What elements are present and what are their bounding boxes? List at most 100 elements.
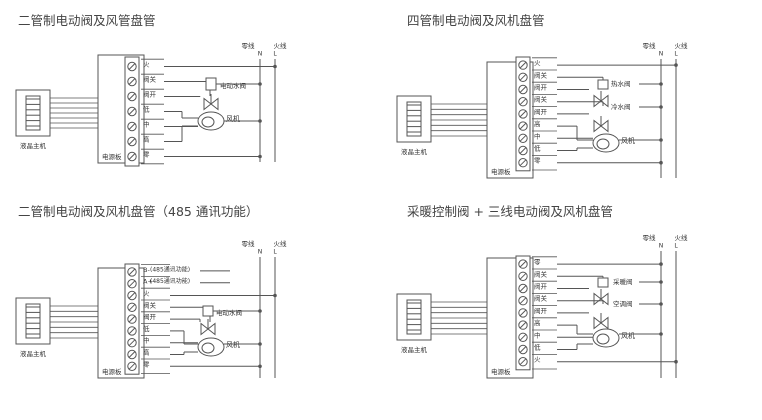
screw-slot: [519, 122, 527, 130]
terminal-label: 零: [534, 157, 541, 165]
screw-slot: [519, 321, 527, 329]
terminal-label: 阀关: [534, 95, 548, 104]
junction-dot: [273, 293, 277, 298]
junction-dot: [273, 64, 277, 69]
screw-slot: [519, 333, 527, 341]
terminal-label: 高: [534, 318, 541, 327]
terminal-label: 阀开: [534, 282, 548, 291]
neutral-line-label: 零线: [242, 41, 256, 50]
screw-slot: [128, 362, 136, 370]
valve-actuator: [597, 277, 609, 288]
screw-slot: [519, 110, 527, 118]
screw-slot: [128, 78, 136, 85]
ac-valve-icon: [593, 313, 609, 330]
terminal-label: 低: [534, 144, 541, 153]
power-board-label: 电源板: [102, 152, 122, 161]
power-board-label: 电源板: [102, 367, 122, 376]
lcd-host-label: 液晶主机: [401, 345, 428, 354]
screw-slot: [519, 285, 527, 292]
screw-slot: [519, 346, 527, 353]
hot-valve-label: 热水阀: [611, 79, 631, 88]
power-board-label: 电源板: [491, 367, 511, 376]
bus-b-note: (485通讯功能): [150, 265, 190, 273]
lcd-host-label: 液晶主机: [20, 349, 47, 358]
screw-slot: [519, 73, 527, 81]
ac-valve-label: 空调阀: [613, 299, 633, 308]
valve-label: 电动水阀: [216, 308, 242, 317]
fan-rotor: [596, 333, 610, 345]
screw-slot: [128, 351, 136, 358]
valve-actuator: [205, 77, 217, 91]
valve-label: 电动水阀: [220, 81, 246, 90]
screw-slot: [519, 147, 527, 154]
junction-dot: [659, 280, 663, 284]
cold-valve-label: 冷水阀: [611, 102, 631, 111]
live-code: L: [674, 243, 678, 250]
screw-slot: [519, 358, 527, 366]
valve-actuator: [597, 79, 609, 90]
screw-slot: [128, 63, 136, 70]
hot-water-valve-icon: [593, 91, 609, 108]
screw-slot: [128, 303, 136, 311]
terminal-label: 阀开: [143, 312, 157, 321]
screw-slot: [128, 138, 136, 145]
terminal-label: B-: [143, 266, 150, 274]
junction-dot: [258, 364, 262, 369]
terminal-label: 中: [534, 131, 541, 140]
lcd-host-label: 液晶主机: [20, 141, 47, 150]
panel-3-title: 二管制电动阀及风机盘管（485 通讯功能）: [18, 204, 259, 219]
terminal-label: 高: [143, 348, 150, 357]
terminal-label: 阀开: [534, 83, 548, 92]
bus-a-note: (485通讯功能): [150, 277, 190, 285]
heating-valve-icon: [593, 289, 609, 306]
screw-slot: [128, 123, 136, 130]
live-code: L: [273, 249, 277, 256]
terminal-label: A+: [143, 278, 153, 286]
terminal-label: 阀开: [143, 90, 157, 99]
live-code: L: [273, 51, 277, 58]
fan-rotor: [201, 342, 215, 354]
screw-slot: [519, 297, 527, 305]
terminal-label: 阀关: [534, 269, 548, 278]
terminal-label: 低: [143, 324, 150, 333]
terminal-label: 中: [143, 120, 150, 129]
terminal-label: 中: [534, 330, 541, 339]
junction-dot: [659, 138, 663, 142]
valve-actuator: [202, 305, 214, 317]
junction-dot: [674, 359, 678, 364]
junction-dot: [659, 82, 663, 86]
power-board-label: 电源板: [491, 167, 511, 176]
screw-slot: [519, 134, 527, 142]
heating-valve-label: 采暖阀: [613, 277, 633, 286]
screw-slot: [128, 292, 136, 299]
screw-slot: [519, 61, 527, 69]
screw-slot: [519, 309, 527, 317]
neutral-line-label: 零线: [643, 41, 657, 50]
panel-1-title: 二管制电动阀及风管盘管: [18, 13, 156, 28]
terminal-label: 低: [143, 105, 150, 114]
junction-dot: [258, 342, 262, 346]
terminal-label: 中: [143, 336, 150, 345]
terminal-label: 阀开: [534, 306, 548, 315]
junction-dot: [659, 105, 663, 109]
panel-4-title: 采暖控制阀 + 三线电动阀及风机盘管: [407, 204, 613, 219]
junction-dot: [258, 154, 262, 159]
lcd-connector: [406, 101, 422, 137]
live-line-label: 火线: [675, 233, 689, 242]
junction-dot: [258, 82, 262, 86]
live-line-label: 火线: [274, 41, 288, 50]
terminal-label: 阀关: [534, 70, 548, 79]
terminal-label: 火: [143, 61, 150, 69]
screw-slot: [128, 327, 136, 335]
terminal-label: 零: [143, 151, 150, 159]
panel-2-title: 四管制电动阀及风机盘管: [407, 13, 545, 28]
screw-slot: [519, 260, 527, 268]
electric-water-valve-icon: [203, 94, 219, 111]
screw-slot: [519, 272, 527, 280]
terminal-label: 火: [143, 290, 150, 298]
junction-dot: [258, 309, 262, 313]
fan-label: 风机: [621, 331, 635, 340]
live-line-label: 火线: [274, 239, 288, 248]
screw-slot: [128, 153, 136, 160]
panel-3-diagram: 液晶主机电源板B-A+火阀关阀开低中高零(485通讯功能)(485通讯功能)零线…: [15, 239, 288, 379]
